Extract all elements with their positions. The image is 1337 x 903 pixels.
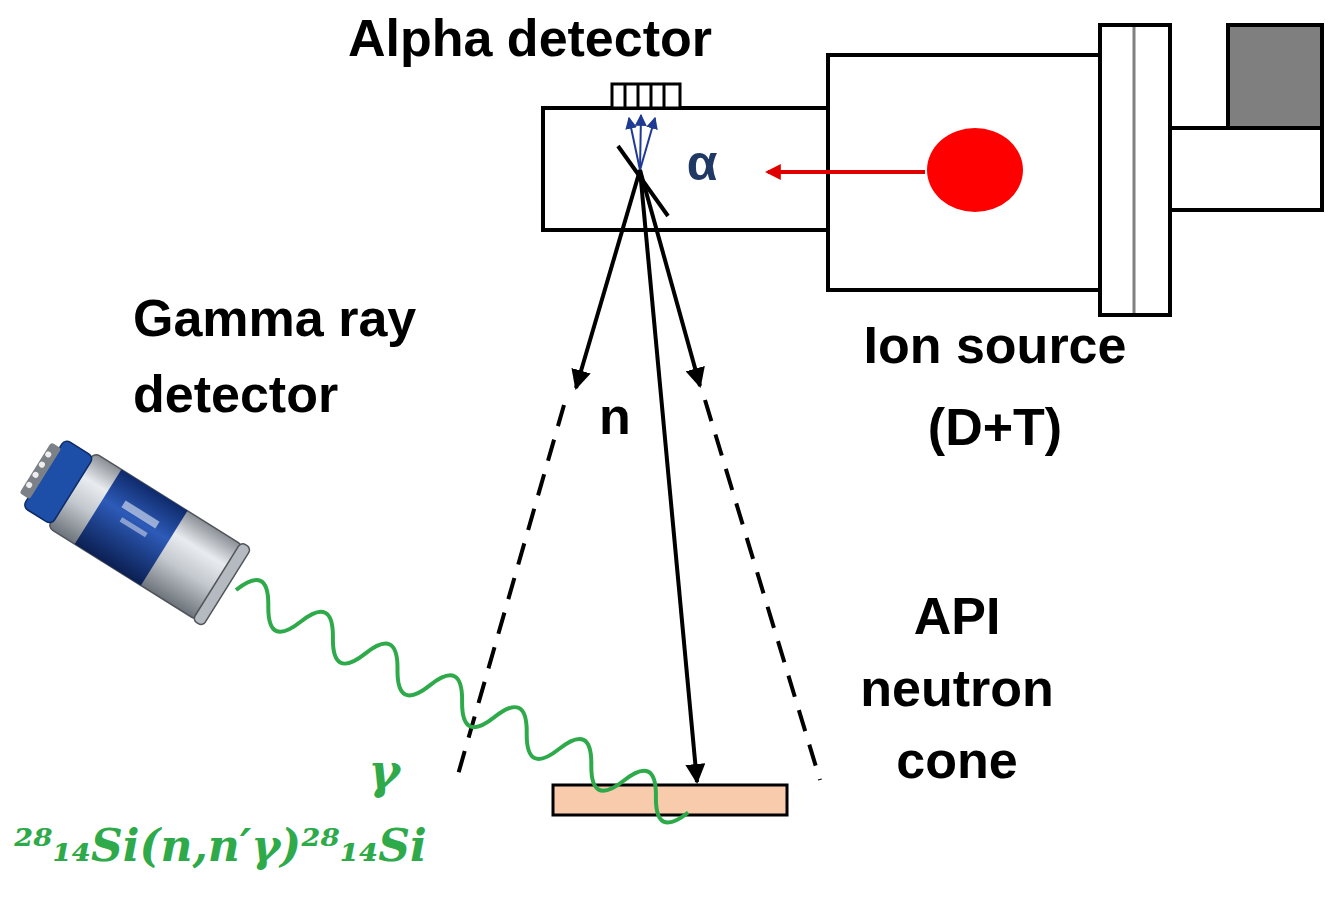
gamma-detector-icon: [11, 429, 251, 627]
label-box: API neutron cone: [837, 580, 1077, 796]
part-label: Gamma ray detector: [133, 280, 493, 432]
cone-boundary: [705, 400, 820, 780]
connector-pins: [19, 442, 61, 499]
gamma-wave-path: [228, 573, 697, 830]
neutron-arrow: [640, 170, 700, 386]
grid-line: [624, 84, 627, 108]
pin: [31, 471, 39, 479]
alpha-arrow: [640, 118, 655, 170]
part-label: Alpha detector: [270, 6, 790, 70]
feedthrough: [1170, 128, 1322, 210]
label-box: ²⁸₁₄Si(n,n′γ)²⁸₁₄Si: [14, 814, 614, 878]
pin: [38, 460, 46, 468]
label-box: Gamma ray detector: [133, 280, 493, 432]
sample-slab: [553, 785, 787, 815]
alpha-detector-symbol: [612, 84, 680, 108]
grid-line: [637, 84, 640, 108]
label-box: Ion source (D+T): [820, 304, 1170, 468]
particle-symbol: α: [672, 133, 732, 193]
ion-source-plasma: [927, 128, 1023, 212]
flange: [1100, 25, 1170, 315]
label-box: n: [588, 386, 642, 446]
particle-symbol: n: [588, 386, 642, 446]
part-label: API neutron cone: [837, 580, 1077, 796]
connector-block: [1228, 25, 1322, 128]
alpha-arrow: [629, 118, 640, 170]
part-label: Ion source (D+T): [820, 304, 1170, 468]
neutron-arrow: [640, 170, 697, 782]
label-text-mark: [120, 517, 148, 537]
label-box: Alpha detector: [270, 6, 790, 70]
grid-line: [650, 84, 653, 108]
label-box: α: [672, 133, 732, 193]
flange-line: [1133, 27, 1136, 313]
neutron-arrow: [576, 170, 640, 388]
alpha-arrow: [640, 115, 641, 170]
grid-line: [663, 84, 666, 108]
gamma-ray-wave: [228, 573, 697, 830]
detector-label: [75, 469, 188, 585]
ion-beam-arrow: [768, 170, 925, 174]
reaction-equation: ²⁸₁₄Si(n,n′γ)²⁸₁₄Si: [14, 814, 614, 878]
detector-face: [192, 542, 251, 626]
label-box: γ: [356, 742, 412, 800]
pin: [44, 450, 52, 458]
particle-symbol: γ: [356, 742, 412, 800]
generator-tube: [543, 108, 828, 230]
alpha-detector-body: [612, 84, 680, 108]
pin: [25, 481, 33, 489]
